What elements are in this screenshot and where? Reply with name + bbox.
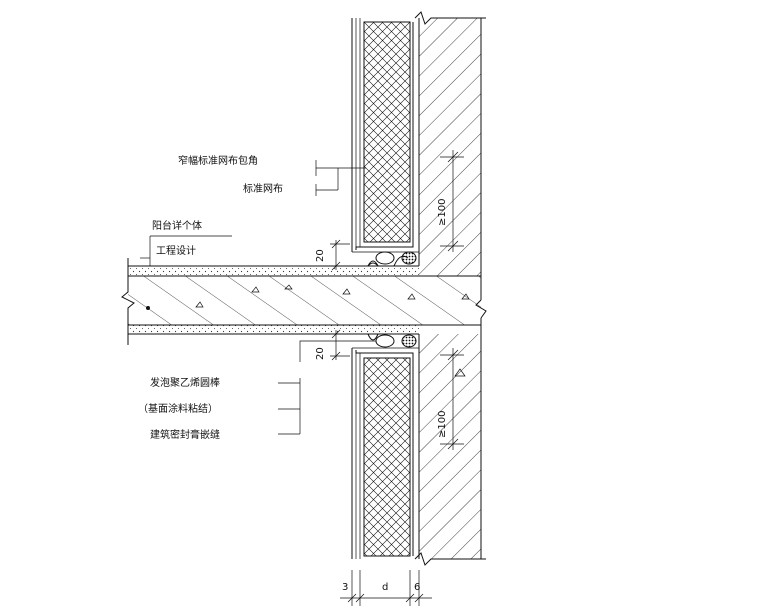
sealant-joint-upper — [367, 251, 417, 267]
dimension-thickness: 3 d 6 — [340, 570, 432, 606]
concrete-wall — [414, 11, 487, 566]
dimension-overlap-lower: ≥100 — [437, 348, 464, 450]
dimension-gap-upper: 20 — [315, 239, 350, 271]
label-foam-rod: 发泡聚乙烯圆棒 — [150, 376, 220, 389]
leader-mesh-wrap — [315, 160, 366, 196]
label-std-mesh: 标准网布 — [243, 183, 283, 195]
label-balcony: 阳台详个体 — [152, 219, 202, 232]
dimension-overlap-upper: ≥100 — [437, 150, 464, 252]
sealant-joint-lower — [367, 333, 417, 348]
insulation-panel-lower — [351, 347, 419, 559]
dim-mid-label: d — [382, 582, 388, 593]
gap-top-label: 20 — [315, 249, 326, 262]
label-mesh-wrap: 窄幅标准网布包角 — [178, 154, 258, 167]
dimension-gap-lower: 20 — [315, 329, 350, 361]
overlap-top-label: ≥100 — [437, 199, 448, 226]
label-sealant: 建筑密封膏嵌缝 — [150, 428, 220, 441]
leader-balcony — [140, 235, 232, 266]
dim-right-label: 6 — [414, 582, 420, 593]
label-eng-design: 工程设计 — [156, 244, 196, 257]
leader-lower-items — [278, 340, 376, 435]
insulation-panel-upper — [351, 18, 419, 253]
label-base-coat: （基面涂料粘结） — [138, 402, 218, 415]
gap-bottom-label: 20 — [315, 347, 326, 360]
dim-left-label: 3 — [342, 582, 348, 593]
balcony-slab — [121, 258, 481, 377]
overlap-bottom-label: ≥100 — [437, 411, 448, 438]
